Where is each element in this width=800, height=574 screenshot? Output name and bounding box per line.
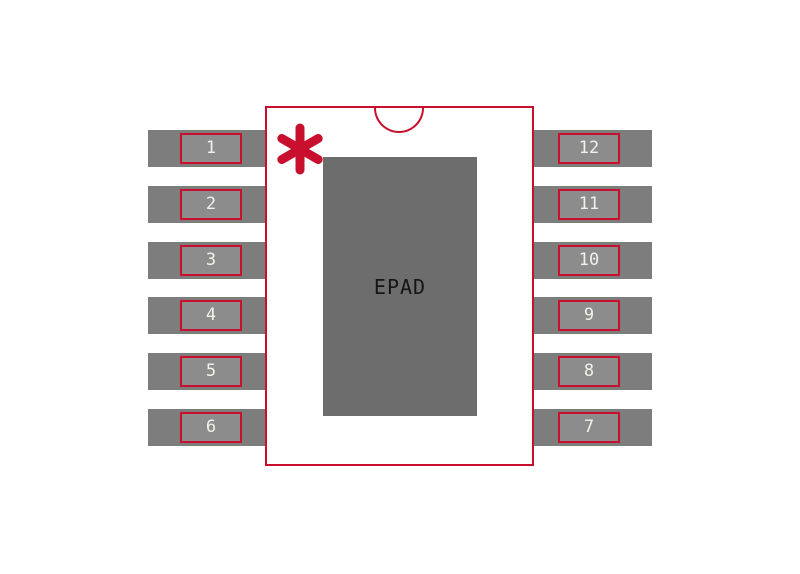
pin-number: 5 — [205, 361, 217, 381]
pin-number: 12 — [578, 138, 600, 158]
pin-number: 4 — [205, 305, 217, 325]
pin-number: 6 — [205, 417, 217, 437]
pin-number: 8 — [583, 361, 595, 381]
pin-right-7: 7 — [533, 409, 652, 446]
pin-number-box: 3 — [180, 245, 242, 276]
package-body: EPAD — [265, 106, 534, 466]
pin-number-box: 7 — [558, 412, 620, 443]
pin-number-box: 10 — [558, 245, 620, 276]
pin-number: 3 — [205, 250, 217, 270]
pin-number-box: 8 — [558, 356, 620, 387]
pin-right-12: 12 — [533, 130, 652, 167]
pin-number-box: 12 — [558, 133, 620, 164]
pin1-marker-asterisk-icon — [277, 123, 323, 175]
pin-left-2: 2 — [148, 186, 266, 223]
pin-number: 9 — [583, 305, 595, 325]
pin-left-3: 3 — [148, 242, 266, 279]
pin-number: 7 — [583, 417, 595, 437]
pin-left-6: 6 — [148, 409, 266, 446]
pin-right-9: 9 — [533, 297, 652, 334]
pin-number-box: 11 — [558, 189, 620, 220]
pin-right-11: 11 — [533, 186, 652, 223]
pin-left-5: 5 — [148, 353, 266, 390]
pin-number: 2 — [205, 194, 217, 214]
pin-number-box: 1 — [180, 133, 242, 164]
pin-left-1: 1 — [148, 130, 266, 167]
epad: EPAD — [323, 157, 477, 416]
pin-number-box: 2 — [180, 189, 242, 220]
pin-right-8: 8 — [533, 353, 652, 390]
pin-number: 1 — [205, 138, 217, 158]
pin-number-box: 5 — [180, 356, 242, 387]
notch-icon — [374, 108, 424, 133]
pin-number: 10 — [578, 250, 600, 270]
pin-left-4: 4 — [148, 297, 266, 334]
pin-right-10: 10 — [533, 242, 652, 279]
pin-number-box: 6 — [180, 412, 242, 443]
pin-number-box: 4 — [180, 300, 242, 331]
epad-label: EPAD — [373, 274, 427, 299]
pin-number-box: 9 — [558, 300, 620, 331]
pin-number: 11 — [578, 194, 600, 214]
